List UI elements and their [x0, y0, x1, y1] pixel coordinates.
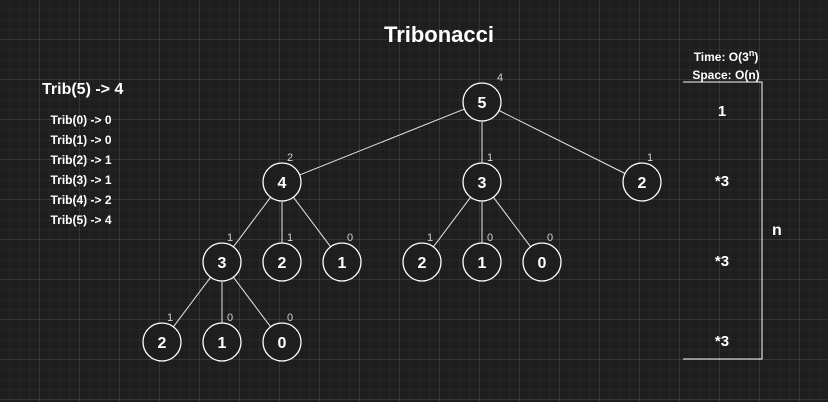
node-return-value: 1: [487, 152, 493, 164]
node-return-value: 1: [427, 232, 433, 244]
node-label: 0: [278, 335, 287, 352]
node-label: 2: [278, 255, 287, 272]
tree-edge: [232, 276, 272, 328]
tree-edge: [492, 196, 531, 248]
node-circle: [262, 322, 302, 362]
tree-edge: [172, 276, 212, 328]
node-label: 2: [158, 335, 167, 352]
result-headline: Trib(5) -> 4: [42, 81, 124, 98]
tree-node: 54: [462, 72, 503, 122]
node-return-value: 0: [227, 312, 233, 324]
space-complexity: Space: O(n): [692, 68, 760, 82]
level-multiplier: *3: [714, 253, 730, 270]
node-return-value: 1: [647, 152, 653, 164]
tree-edge: [299, 108, 465, 176]
node-circle: [402, 242, 442, 282]
depth-bracket: [683, 81, 763, 360]
level-multiplier: *3: [714, 333, 730, 350]
node-circle: [462, 242, 502, 282]
node-return-value: 1: [287, 232, 293, 244]
node-label: 3: [478, 175, 487, 192]
node-circle: [622, 162, 662, 202]
base-case-item: Trib(1) -> 0: [50, 133, 112, 147]
node-return-value: 1: [227, 232, 233, 244]
base-case-item: Trib(4) -> 2: [50, 193, 112, 207]
node-label: 1: [338, 255, 347, 272]
depth-label: n: [772, 222, 782, 239]
tree-node: 21: [262, 232, 302, 282]
tree-node: 10: [462, 232, 502, 282]
base-case-item: Trib(5) -> 4: [50, 213, 112, 227]
node-label: 3: [218, 255, 227, 272]
node-circle: [202, 322, 242, 362]
node-circle: [322, 242, 362, 282]
node-label: 0: [538, 255, 547, 272]
node-return-value: 1: [167, 312, 173, 324]
time-complexity: Time: O(3n): [693, 48, 759, 64]
node-circle: [522, 242, 562, 282]
level-multiplier: *3: [714, 173, 730, 190]
node-return-value: 0: [347, 232, 353, 244]
base-case-item: Trib(3) -> 1: [50, 173, 112, 187]
node-circle: [462, 162, 502, 202]
tree-node: 10: [322, 232, 362, 282]
tree-node: 31: [462, 152, 502, 202]
tree-node: 42: [262, 152, 302, 202]
node-return-value: 0: [287, 312, 293, 324]
node-return-value: 0: [487, 232, 493, 244]
node-label: 1: [218, 335, 227, 352]
base-case-item: Trib(0) -> 0: [50, 113, 112, 127]
node-return-value: 0: [547, 232, 553, 244]
tree-node: 21: [142, 312, 182, 362]
node-label: 2: [418, 255, 427, 272]
tree-node: 31: [202, 232, 242, 282]
tree-node: 21: [402, 232, 442, 282]
level-multiplier: 1: [717, 103, 727, 120]
node-label: 1: [478, 255, 487, 272]
tree-edge: [292, 196, 332, 248]
tree-edge: [232, 196, 272, 248]
tree-node: 21: [622, 152, 662, 202]
diagram-title: Tribonacci: [383, 22, 495, 47]
node-label: 5: [478, 95, 487, 112]
base-case-item: Trib(2) -> 1: [50, 153, 112, 167]
tree-node: 00: [522, 232, 562, 282]
tree-node: 00: [262, 312, 302, 362]
node-circle: [202, 242, 242, 282]
node-circle: [262, 162, 302, 202]
node-circle: [462, 82, 502, 122]
node-return-value: 2: [287, 152, 293, 164]
complexity-box: Time: O(3n) Space: O(n): [676, 44, 776, 84]
tree-edge: [432, 196, 472, 248]
time-exponent: n: [748, 48, 755, 58]
node-label: 2: [638, 175, 647, 192]
node-circle: [142, 322, 182, 362]
node-return-value: 4: [497, 72, 503, 84]
node-circle: [262, 242, 302, 282]
node-label: 4: [278, 175, 287, 192]
base-case-list: Trib(0) -> 0 Trib(1) -> 0 Trib(2) -> 1 T…: [26, 110, 136, 230]
tree-node: 10: [202, 312, 242, 362]
tree-edge: [498, 110, 626, 174]
